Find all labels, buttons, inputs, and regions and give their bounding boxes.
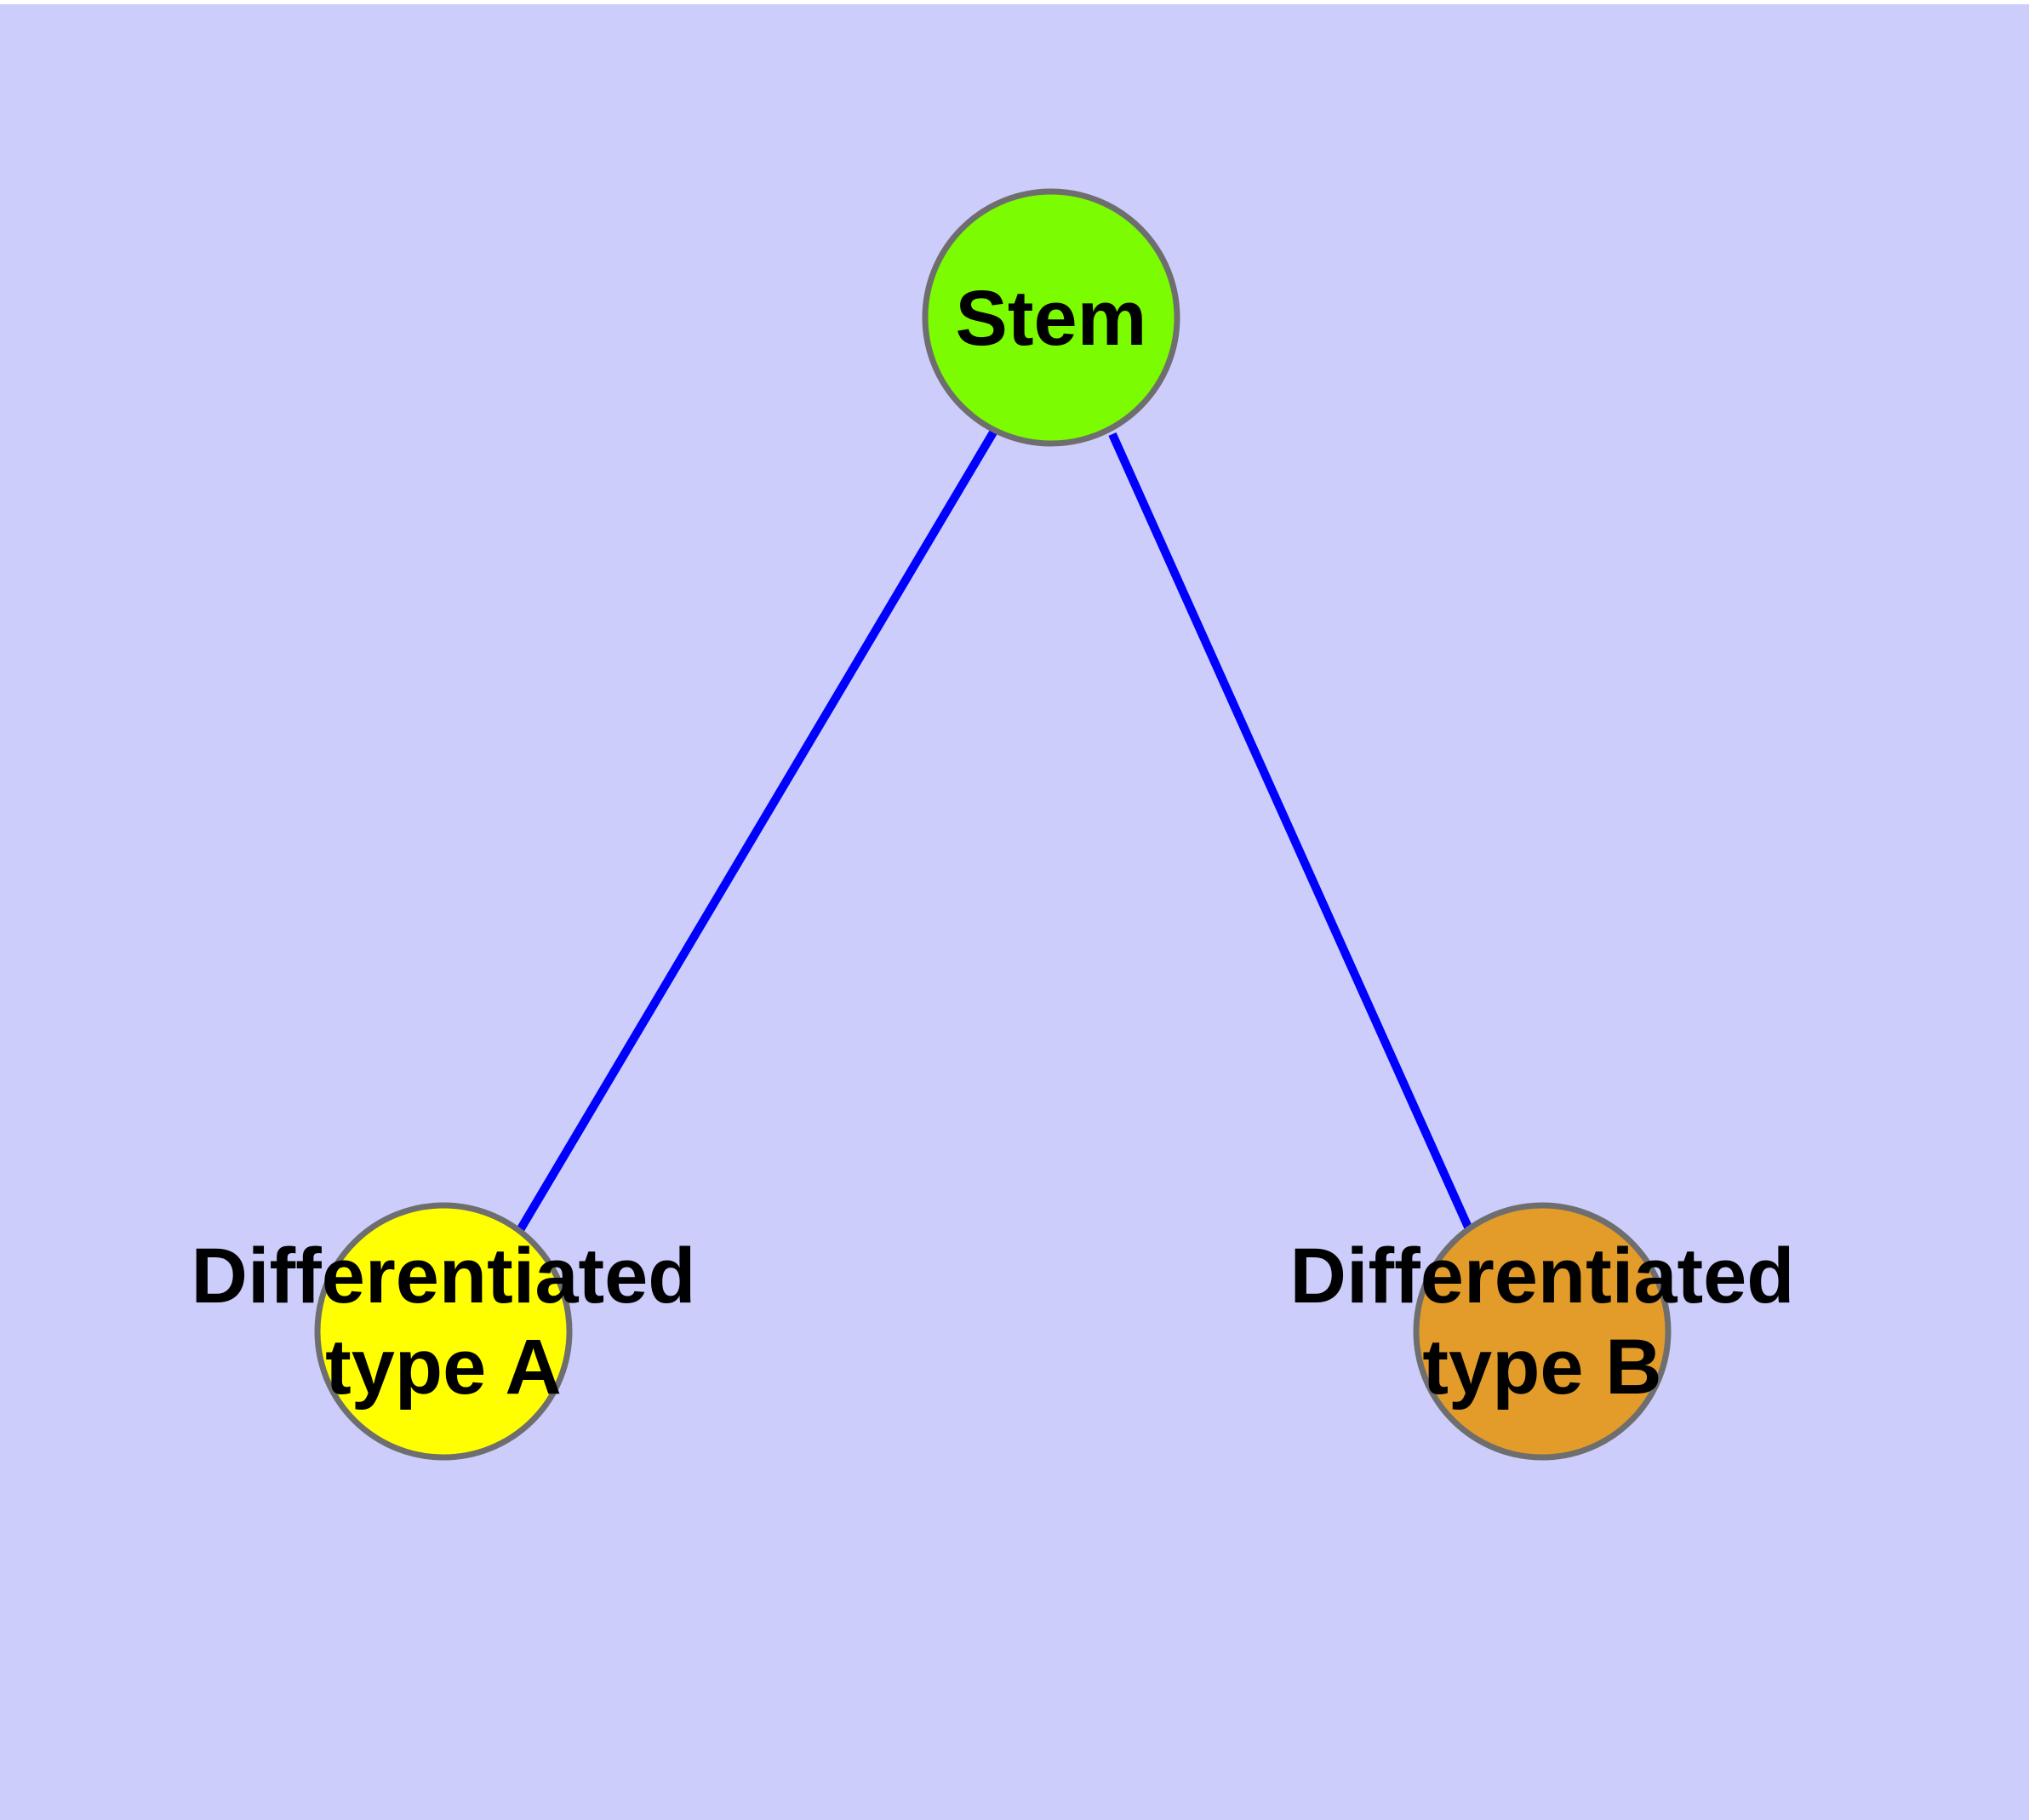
- node-label-differentiated-type-b-line1: Differentiated: [1290, 1233, 1795, 1319]
- edge-stem-to-differentiated-type-a[interactable]: [516, 430, 997, 1233]
- canvas-top-margin: [0, 0, 2029, 4]
- node-label-differentiated-type-a-line1: Differentiated: [191, 1233, 696, 1319]
- node-label-stem: Stem: [956, 275, 1147, 362]
- node-label-differentiated-type-b-line2: type B: [1422, 1324, 1661, 1411]
- node-differentiated-type-b[interactable]: [1413, 1202, 1672, 1461]
- node-differentiated-type-a[interactable]: [314, 1202, 573, 1461]
- node-label-differentiated-type-a-line2: type A: [325, 1324, 562, 1411]
- edge-stem-to-differentiated-type-b[interactable]: [1108, 432, 1474, 1233]
- node-stem[interactable]: [922, 188, 1180, 447]
